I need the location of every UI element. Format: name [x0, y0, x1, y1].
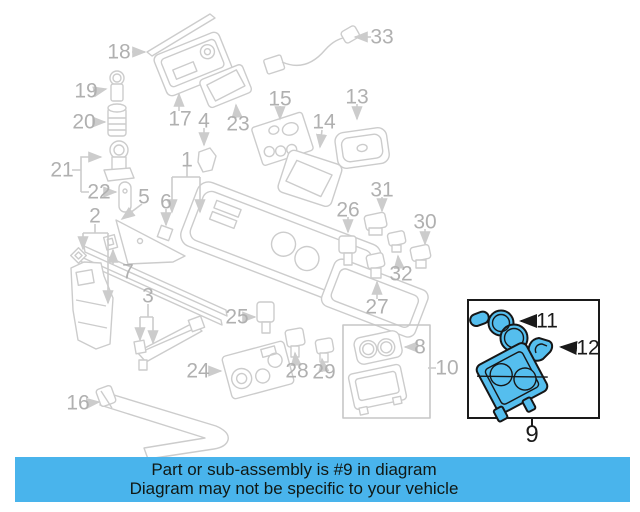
part-6-drawing [156, 224, 174, 242]
part-label-24: 24 [186, 359, 210, 383]
part-label-28: 28 [285, 359, 309, 383]
part-label-32: 32 [389, 262, 413, 286]
part-label-17: 17 [168, 107, 192, 131]
part-label-12: 12 [576, 336, 600, 360]
banner-line-2: Diagram may not be specific to your vehi… [129, 478, 459, 498]
part-3-drawing [133, 315, 206, 371]
part-11-drawing [469, 309, 529, 353]
part-12-drawing [527, 336, 554, 362]
part-7-drawing [102, 233, 119, 251]
part-label-8: 8 [414, 335, 426, 359]
part-20-drawing [107, 103, 127, 137]
part-label-15: 15 [268, 87, 292, 111]
part-label-27: 27 [365, 295, 389, 319]
part-5-drawing [115, 219, 186, 265]
part-label-14: 14 [312, 110, 336, 134]
part-18-drawing [146, 13, 216, 57]
part-label-11: 11 [536, 309, 558, 333]
part-9-drawing [475, 342, 549, 423]
part-4-drawing [197, 147, 217, 173]
part-label-10: 10 [435, 356, 459, 380]
part-label-19: 19 [74, 79, 98, 103]
part-21-drawing [103, 140, 135, 182]
part-label-9: 9 [525, 421, 539, 448]
notice-banner: Part or sub-assembly is #9 in diagram Di… [15, 457, 630, 502]
part-27-drawing [365, 252, 386, 279]
part-31-drawing [363, 211, 388, 236]
part-label-26: 26 [336, 198, 360, 222]
part-13-drawing [334, 127, 390, 169]
part-label-18: 18 [107, 40, 131, 64]
part-30-drawing [409, 243, 432, 269]
part-label-1: 1 [181, 148, 193, 172]
part-label-23: 23 [226, 112, 250, 136]
part-22-drawing [118, 181, 132, 213]
part-26-drawing [338, 235, 357, 266]
part-23-drawing [199, 64, 253, 109]
part-25-drawing [256, 301, 275, 334]
part-19-drawing [109, 70, 125, 102]
part-label-13: 13 [345, 85, 369, 109]
part-label-22: 22 [87, 180, 111, 204]
part-32-drawing [386, 230, 407, 253]
part-label-2: 2 [89, 204, 101, 228]
part-24-drawing [221, 340, 295, 400]
part-16-drawing [95, 384, 229, 460]
part-label-20: 20 [72, 110, 96, 134]
leader-arrows [72, 31, 436, 409]
part-label-16: 16 [66, 391, 90, 415]
part-label-29: 29 [312, 360, 336, 384]
part-label-21: 21 [50, 158, 74, 182]
highlight-box-9 [467, 299, 600, 426]
part-label-33: 33 [370, 25, 394, 49]
part-29-drawing [314, 337, 335, 363]
part-label-6: 6 [160, 190, 172, 214]
part-label-30: 30 [413, 210, 437, 234]
part-14-drawing [277, 149, 343, 208]
part-33-drawing [263, 25, 361, 75]
part-label-3: 3 [142, 284, 154, 308]
highlight-arrows [519, 314, 578, 426]
part-2-drawing [70, 247, 114, 350]
part-label-4: 4 [198, 109, 210, 133]
part-10-drawing [347, 363, 408, 416]
part-8-drawing [353, 330, 403, 365]
console-line-art [70, 13, 432, 460]
part-label-5: 5 [138, 185, 150, 209]
part-28-drawing [284, 327, 306, 358]
banner-line-1: Part or sub-assembly is #9 in diagram [151, 460, 437, 479]
part-label-7: 7 [122, 260, 134, 284]
graybox-8-10 [342, 324, 431, 419]
part-label-31: 31 [370, 178, 394, 202]
part-label-25: 25 [225, 305, 249, 329]
